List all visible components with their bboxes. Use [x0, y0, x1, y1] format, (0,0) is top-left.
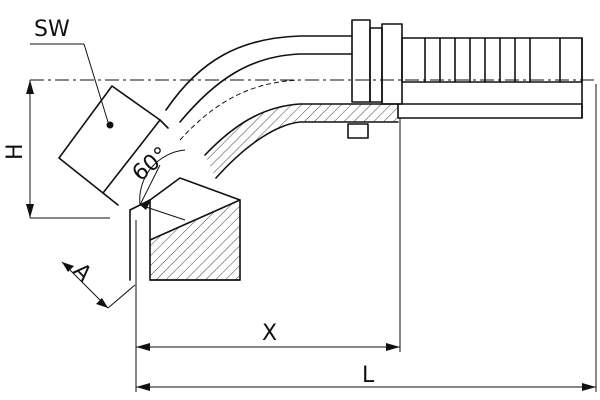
angle-label: 60° — [128, 142, 174, 186]
dimension-x — [135, 118, 401, 392]
label-a: A — [68, 259, 96, 287]
socket-tail — [351, 19, 583, 119]
dimension-h — [26, 80, 110, 219]
nut-center-dot — [106, 121, 114, 129]
o-ring — [347, 123, 369, 139]
label-x: X — [262, 321, 277, 346]
swivel-nut — [58, 85, 169, 206]
cone-seat — [129, 177, 241, 281]
label-l: L — [362, 363, 375, 388]
sw-leader — [30, 43, 109, 123]
label-sw: SW — [34, 17, 70, 42]
dimension-l — [136, 84, 597, 392]
elbow-body — [165, 35, 399, 179]
label-h: H — [3, 143, 28, 160]
dimension-a: A — [61, 259, 136, 309]
